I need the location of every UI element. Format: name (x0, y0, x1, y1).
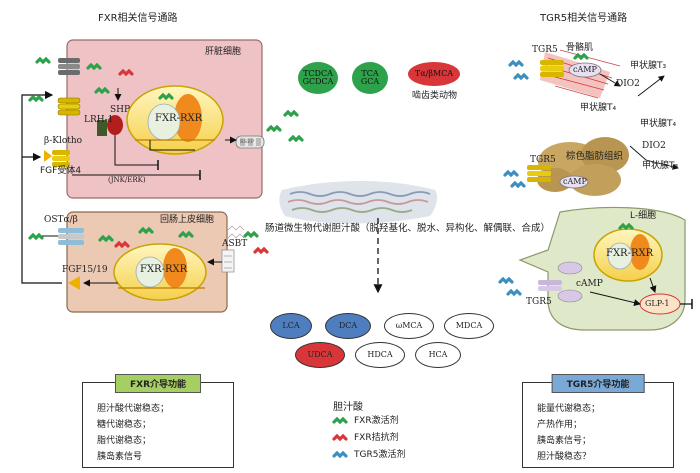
fxr-function-item: 脂代谢稳态； (97, 436, 152, 446)
lrh1-transporter (57, 97, 81, 116)
tgr5-function-item: 产热作用； (537, 420, 583, 430)
secondary-acid-label-5: UDCA (307, 349, 333, 359)
lrh1-marker (97, 120, 107, 136)
primary-acid-oval-1: TCDCA GCDCA (298, 62, 338, 94)
t4-mid-label: 甲状腺T₄ (580, 103, 617, 113)
liver-fxr-rxr-label: FXR-RXR (155, 113, 203, 124)
shp-inhibition-line (114, 135, 158, 166)
primary-acid-oval-2: TCA GCA (352, 62, 388, 94)
l-cell-camp-label: cAMP (576, 279, 603, 289)
microbiota-band (279, 181, 438, 224)
l-cell-tgr5-receptor (538, 261, 583, 303)
muscle-tgr5-label: TGR5 (532, 45, 558, 55)
secondary-acid-oval-2: DCA (325, 313, 371, 339)
fxr-pathway-title: FXR相关信号通路 (98, 13, 178, 24)
legend-tgr5-agonist-icon (332, 450, 348, 459)
asbt-label: ASBT (222, 239, 248, 249)
brown-fat-label: 棕色脂肪组织 (566, 151, 624, 162)
bile-acid-molecules-fxr (28, 56, 304, 255)
muscle-camp (568, 62, 602, 78)
fxr-functions-header: FXR介导功能 (114, 374, 202, 393)
fgf15-19-label: FGF15/19 (62, 265, 108, 275)
primary-acid-oval-3: Tα/βMCA (408, 62, 460, 86)
secondary-acid-label-2: DCA (338, 320, 358, 330)
tgr5-functions-header: TGR5介导功能 (551, 374, 645, 393)
fgf15-19-triangle (68, 276, 80, 290)
liver-top-receptor (58, 58, 80, 75)
t3-bottom-label: 甲状腺T₃ (642, 161, 679, 171)
secondary-acid-label-1: LCA (282, 320, 300, 330)
l-cell-label: L-细胞 (630, 211, 657, 221)
legend-title: 胆汁酸 (333, 402, 363, 413)
secondary-acid-oval-6: HDCA (355, 342, 405, 368)
skeletal-muscle-label: 骨骼肌 (566, 43, 594, 53)
tgr5-pathway-title: TGR5相关信号通路 (540, 13, 628, 24)
t4-right-label: 甲状腺T₄ (640, 119, 677, 129)
legend-fxr-agonist-icon (332, 416, 348, 425)
asbt-transporter (221, 249, 235, 273)
tgr5-function-item: 胰岛素信号； (537, 436, 592, 446)
legend-label-fxr-antagonist: FXR拮抗剂 (354, 433, 399, 443)
jnk-erk-label: (JNK/ERK) (108, 176, 146, 184)
liver-nucleus (126, 85, 224, 155)
muscle-camp-label: cAMP (573, 65, 597, 74)
bile-acid-molecules-tgr5 (498, 52, 634, 297)
muscle-tgr5-receptor (540, 60, 564, 77)
tgr5-functions-box: TGR5介导功能 能量代谢稳态； 产热作用； 胰岛素信号； 胆汁酸稳态？ (522, 374, 674, 468)
fat-tgr5-receptor (527, 165, 551, 182)
secondary-acid-oval-5: UDCA (295, 342, 345, 368)
ileal-fxr-rxr-label: FXR-RXR (140, 264, 188, 275)
fgf-receptor4-label: FGF受体4 (40, 166, 82, 176)
l-cell-tgr5-label: TGR5 (526, 297, 552, 307)
ileal-cell-label: 回肠上皮细胞 (160, 215, 215, 225)
primary-acid-label-1: TCDCA GCDCA (302, 68, 334, 86)
secondary-acid-label-4: MDCA (455, 320, 483, 330)
fxr-functions-box: FXR介导功能 胆汁酸代谢稳态； 糖代谢稳态； 脂代谢稳态； 胰岛素信号 (82, 374, 234, 468)
fat-tgr5-label: TGR5 (530, 155, 556, 165)
t3-top-label: 甲状腺T₃ (630, 61, 667, 71)
secondary-acid-label-6: HDCA (367, 349, 393, 359)
glp1-label: GLP-1 (645, 299, 670, 308)
fat-camp-label: cAMP (563, 177, 587, 186)
beta-klotho-label: β-Klotho (44, 136, 83, 146)
ileal-nucleus (113, 243, 207, 301)
primary-acid-label-2: TCA GCA (360, 68, 380, 86)
tgr5-function-item: 能量代谢稳态； (537, 404, 601, 414)
beta-klotho-receptor (44, 150, 70, 167)
shp-label: SHP (110, 105, 131, 115)
fxr-function-item: 胰岛素信号 (97, 452, 143, 462)
tgr5-function-item: 胆汁酸稳态？ (537, 452, 592, 462)
fgf-feedback-line (21, 90, 62, 284)
fxr-function-item: 胆汁酸代谢稳态； (97, 404, 170, 414)
l-cell-nucleus (593, 228, 663, 282)
secondary-acid-oval-4: MDCA (444, 313, 494, 339)
secondary-acid-label-7: HCA (428, 349, 448, 359)
legend-fxr-antagonist-icon (332, 433, 348, 442)
legend-label-tgr5-agonist: TGR5激活剂 (354, 450, 406, 460)
liver-cell-label: 肝脏细胞 (205, 47, 242, 57)
dio2-top-label: DIO2 (616, 79, 640, 89)
secondary-acid-oval-7: HCA (415, 342, 461, 368)
fxr-function-item: 糖代谢稳态； (97, 420, 152, 430)
secondary-acid-label-3: ωMCA (395, 320, 423, 330)
secondary-acid-oval-1: LCA (270, 313, 312, 339)
dio2-bottom-label: DIO2 (642, 141, 666, 151)
lrh1-label: LRH-1 (84, 115, 114, 125)
legend-label-fxr-agonist: FXR激活剂 (354, 416, 399, 426)
l-cell-fxr-rxr-label: FXR-RXR (606, 248, 654, 259)
villi (227, 225, 245, 239)
bsep-label: BSEP (240, 139, 255, 145)
metabolism-label: 肠道微生物代谢胆汁酸（脱羟基化、脱水、异构化、解偶联、合成） (265, 223, 551, 234)
ost-label: OSTα/β (44, 215, 78, 225)
secondary-acid-oval-3: ωMCA (384, 313, 434, 339)
fat-camp (559, 175, 589, 189)
rodent-label: 啮齿类动物 (412, 91, 458, 101)
primary-acid-label-3: Tα/βMCA (414, 68, 454, 78)
shp-marker (107, 115, 123, 135)
ost-transporter (58, 228, 84, 245)
